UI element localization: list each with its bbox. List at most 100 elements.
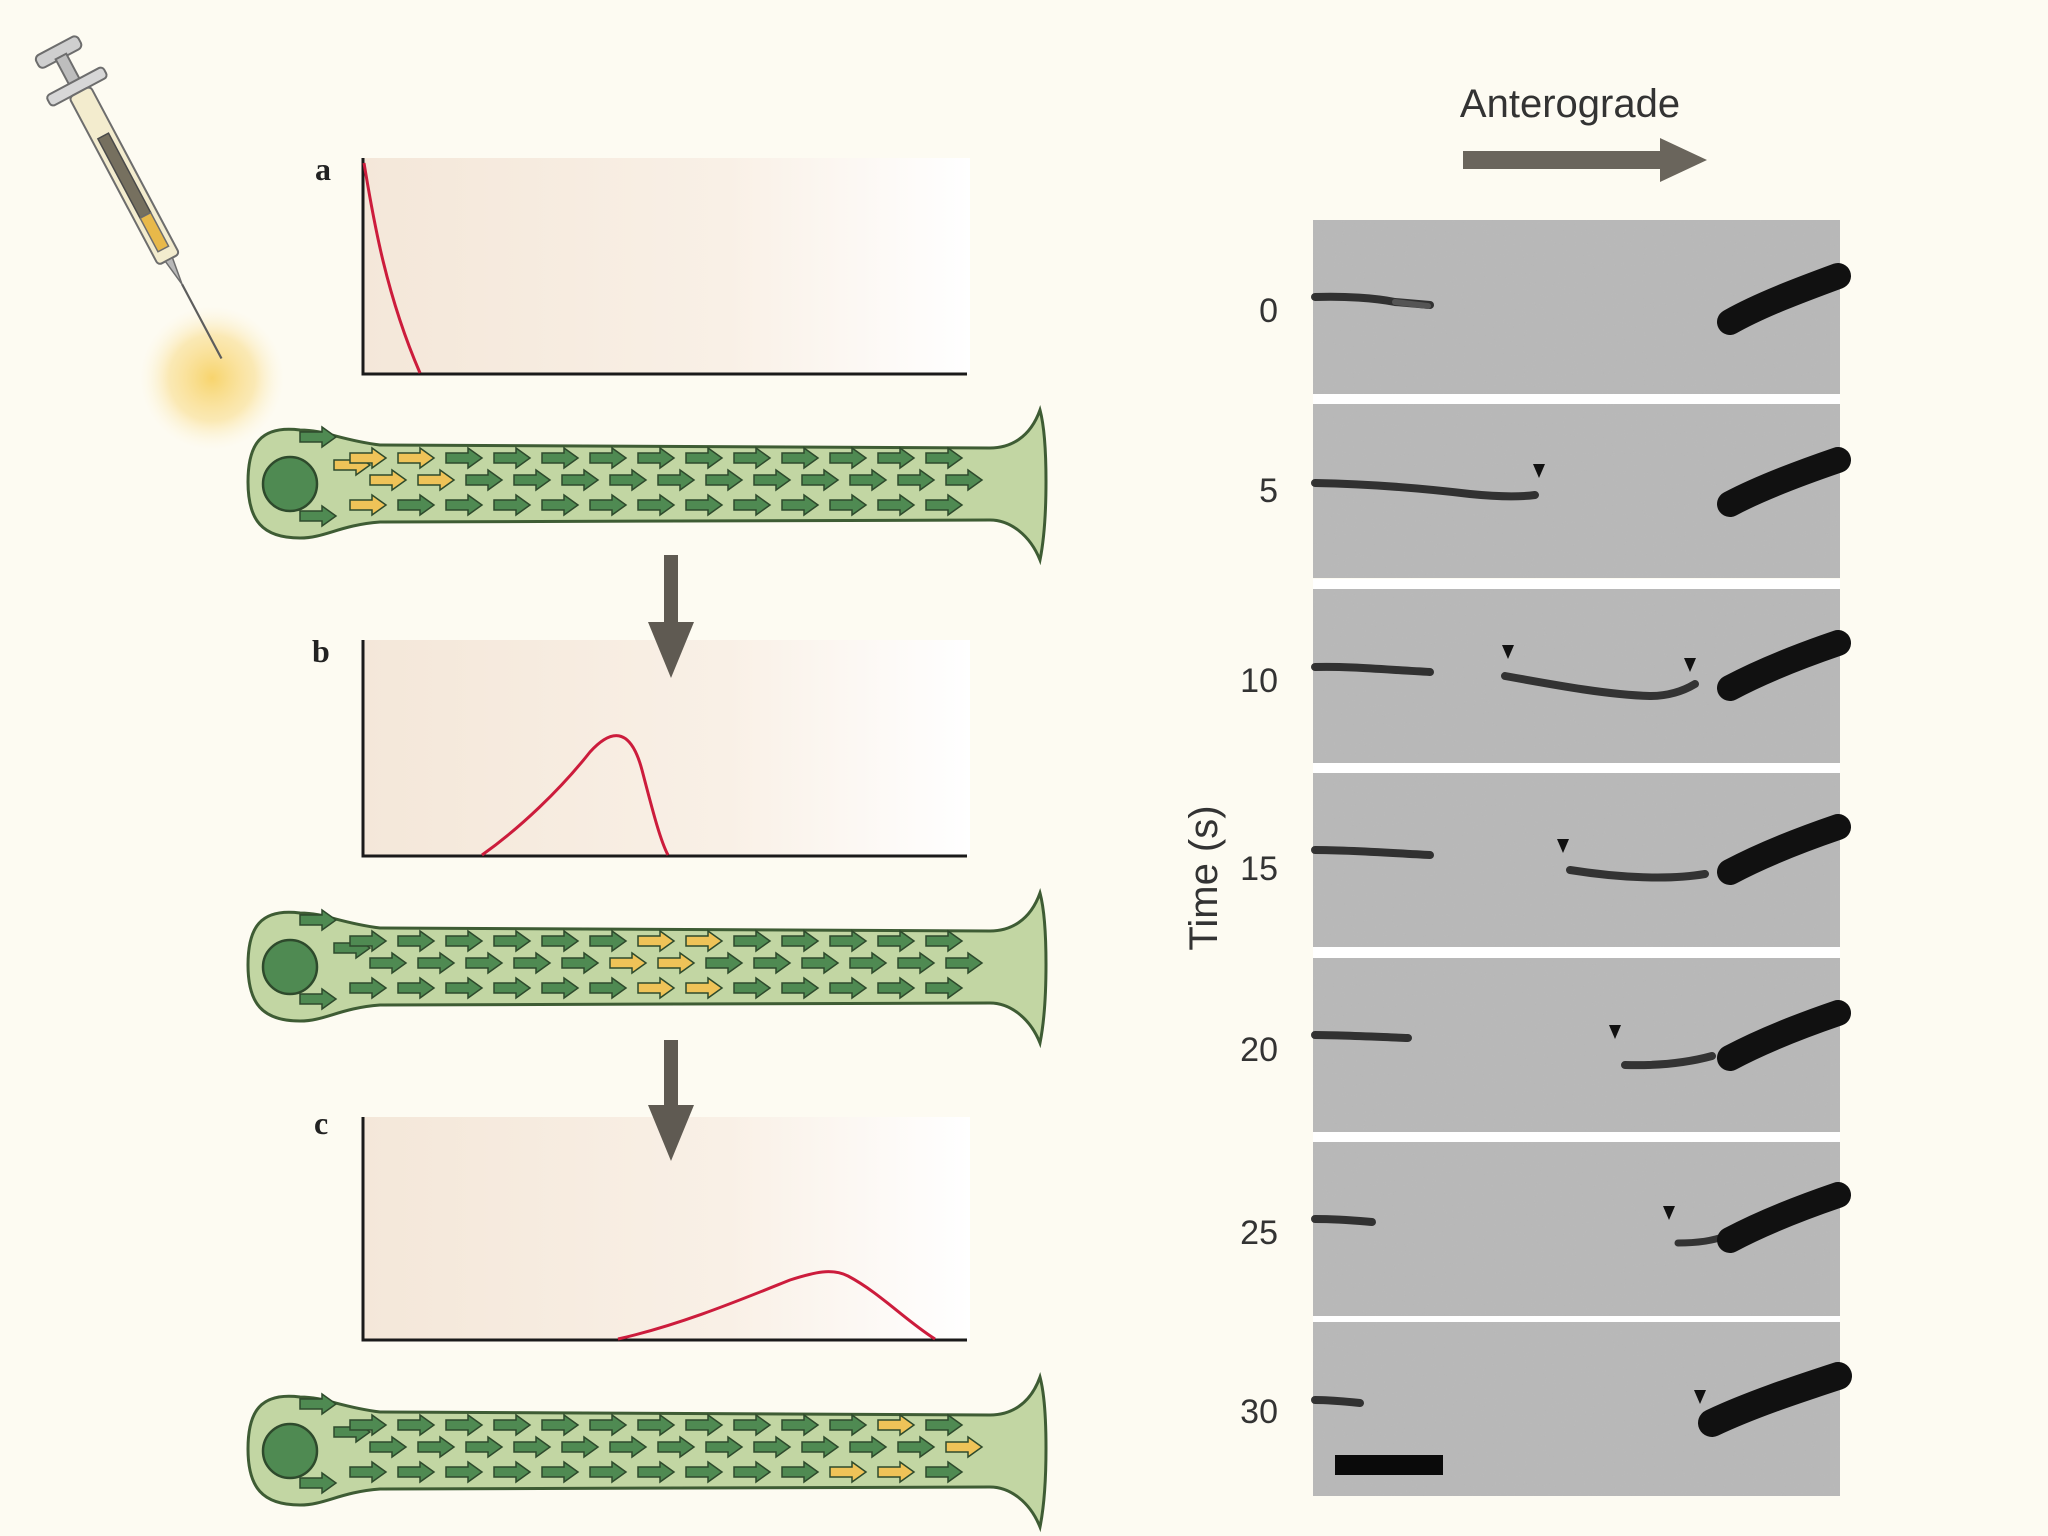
time-tick-20: 20 (1240, 1031, 1278, 1069)
transport-arrow-icon (849, 468, 888, 492)
plot-a (361, 158, 970, 376)
transport-arrow-icon (685, 976, 724, 1000)
transport-arrow-icon (299, 987, 338, 1011)
transport-arrow-icon (445, 976, 484, 1000)
transport-arrow-icon (925, 1413, 964, 1437)
transport-arrow-icon (589, 976, 628, 1000)
time-tick-5: 5 (1259, 472, 1278, 510)
time-tick-25: 25 (1240, 1214, 1278, 1252)
transport-arrow-icon (877, 976, 916, 1000)
transport-arrow-icon (657, 468, 696, 492)
transport-arrow-icon (589, 446, 628, 470)
transport-arrow-icon (493, 976, 532, 1000)
panel-label-c: c (314, 1105, 328, 1141)
transport-arrow-icon (397, 1460, 436, 1484)
transport-arrow-icon (561, 1435, 600, 1459)
transport-arrow-icon (945, 468, 984, 492)
micrograph-frame-30 (1311, 1322, 1852, 1496)
transport-arrow-icon (705, 468, 744, 492)
transport-arrow-icon (369, 1435, 408, 1459)
transport-arrow-icon (925, 976, 964, 1000)
transport-arrow-icon (465, 468, 504, 492)
time-tick-15: 15 (1240, 850, 1278, 888)
transport-arrow-icon (733, 976, 772, 1000)
cell-nucleus (261, 455, 319, 513)
transport-arrow-icon (733, 493, 772, 517)
transport-arrow-icon (445, 1460, 484, 1484)
arrowhead-marker-icon (1609, 1025, 1621, 1039)
down-arrow-icon (648, 555, 694, 678)
transport-arrow-icon (753, 951, 792, 975)
micrograph-frame-20 (1311, 958, 1851, 1132)
y-axis-label: Time (s) (1182, 805, 1226, 950)
transport-arrow-icon (685, 929, 724, 953)
transport-arrow-icon (705, 951, 744, 975)
transport-arrow-icon (801, 468, 840, 492)
plot-a-area (363, 158, 970, 374)
transport-arrow-icon (925, 929, 964, 953)
plot-b-area (363, 640, 970, 856)
transport-arrow-icon (541, 976, 580, 1000)
micrograph-frame-15 (1311, 773, 1851, 947)
transport-arrow-icon (349, 1460, 388, 1484)
transport-arrow-icon (801, 1435, 840, 1459)
axon-body (246, 404, 1048, 566)
transport-arrow-icon (925, 493, 964, 517)
transport-arrow-icon (829, 929, 868, 953)
transport-arrow-icon (753, 468, 792, 492)
time-tick-30: 30 (1240, 1393, 1278, 1431)
time-tick-10: 10 (1240, 662, 1278, 700)
transport-arrow-icon (897, 951, 936, 975)
transport-arrow-icon (513, 1435, 552, 1459)
transport-arrow-icon (685, 1413, 724, 1437)
transport-arrow-icon (637, 1413, 676, 1437)
cell-nucleus (261, 1422, 319, 1480)
axon-body (246, 887, 1048, 1049)
transport-arrow-icon (945, 1435, 984, 1459)
arrowhead-marker-icon (1557, 839, 1569, 853)
injection-glow (140, 306, 284, 450)
scale-bar (1335, 1455, 1443, 1475)
transport-arrow-icon (925, 1460, 964, 1484)
transport-arrow-icon (877, 1413, 916, 1437)
transport-arrow-icon (849, 1435, 888, 1459)
arrowhead-marker-icon (1684, 658, 1696, 672)
transport-arrow-icon (945, 951, 984, 975)
arrowhead-marker-icon (1533, 464, 1545, 478)
transport-arrow-icon (445, 446, 484, 470)
arrowhead-marker-icon (1663, 1206, 1675, 1220)
transport-arrow-icon (299, 1392, 338, 1416)
transport-arrow-icon (657, 951, 696, 975)
plot-c-curve (617, 1270, 936, 1341)
transport-arrow-icon (829, 976, 868, 1000)
transport-arrow-icon (541, 929, 580, 953)
transport-arrow-icon (513, 951, 552, 975)
transport-arrow-icon (685, 446, 724, 470)
plot-b-axes (361, 640, 967, 858)
down-arrow-icon (648, 1040, 694, 1161)
transport-arrow-icon (609, 1435, 648, 1459)
micrograph-frame-10 (1311, 589, 1851, 763)
plot-c (361, 1117, 970, 1342)
transport-arrow-icon (445, 929, 484, 953)
transport-arrow-icon (493, 929, 532, 953)
transport-arrow-icon (513, 468, 552, 492)
transport-arrow-icon (349, 976, 388, 1000)
transport-arrow-icon (493, 1413, 532, 1437)
plot-a-curve (362, 162, 422, 374)
transport-arrow-icon (877, 493, 916, 517)
transport-arrow-icon (781, 1460, 820, 1484)
transport-arrow-icon (445, 1413, 484, 1437)
panel-label-b: b (312, 633, 330, 669)
transport-arrow-icon (493, 1460, 532, 1484)
transport-arrow-icon (369, 951, 408, 975)
transport-arrow-icon (541, 493, 580, 517)
axon-body (246, 1371, 1048, 1533)
micrograph-frame-25 (1311, 1142, 1851, 1316)
cell-nucleus (261, 938, 319, 996)
transport-arrow-icon (637, 493, 676, 517)
panel-label-a: a (315, 151, 331, 187)
transport-arrow-icon (589, 929, 628, 953)
plot-c-axes (361, 1117, 967, 1342)
transport-arrow-icon (657, 1435, 696, 1459)
